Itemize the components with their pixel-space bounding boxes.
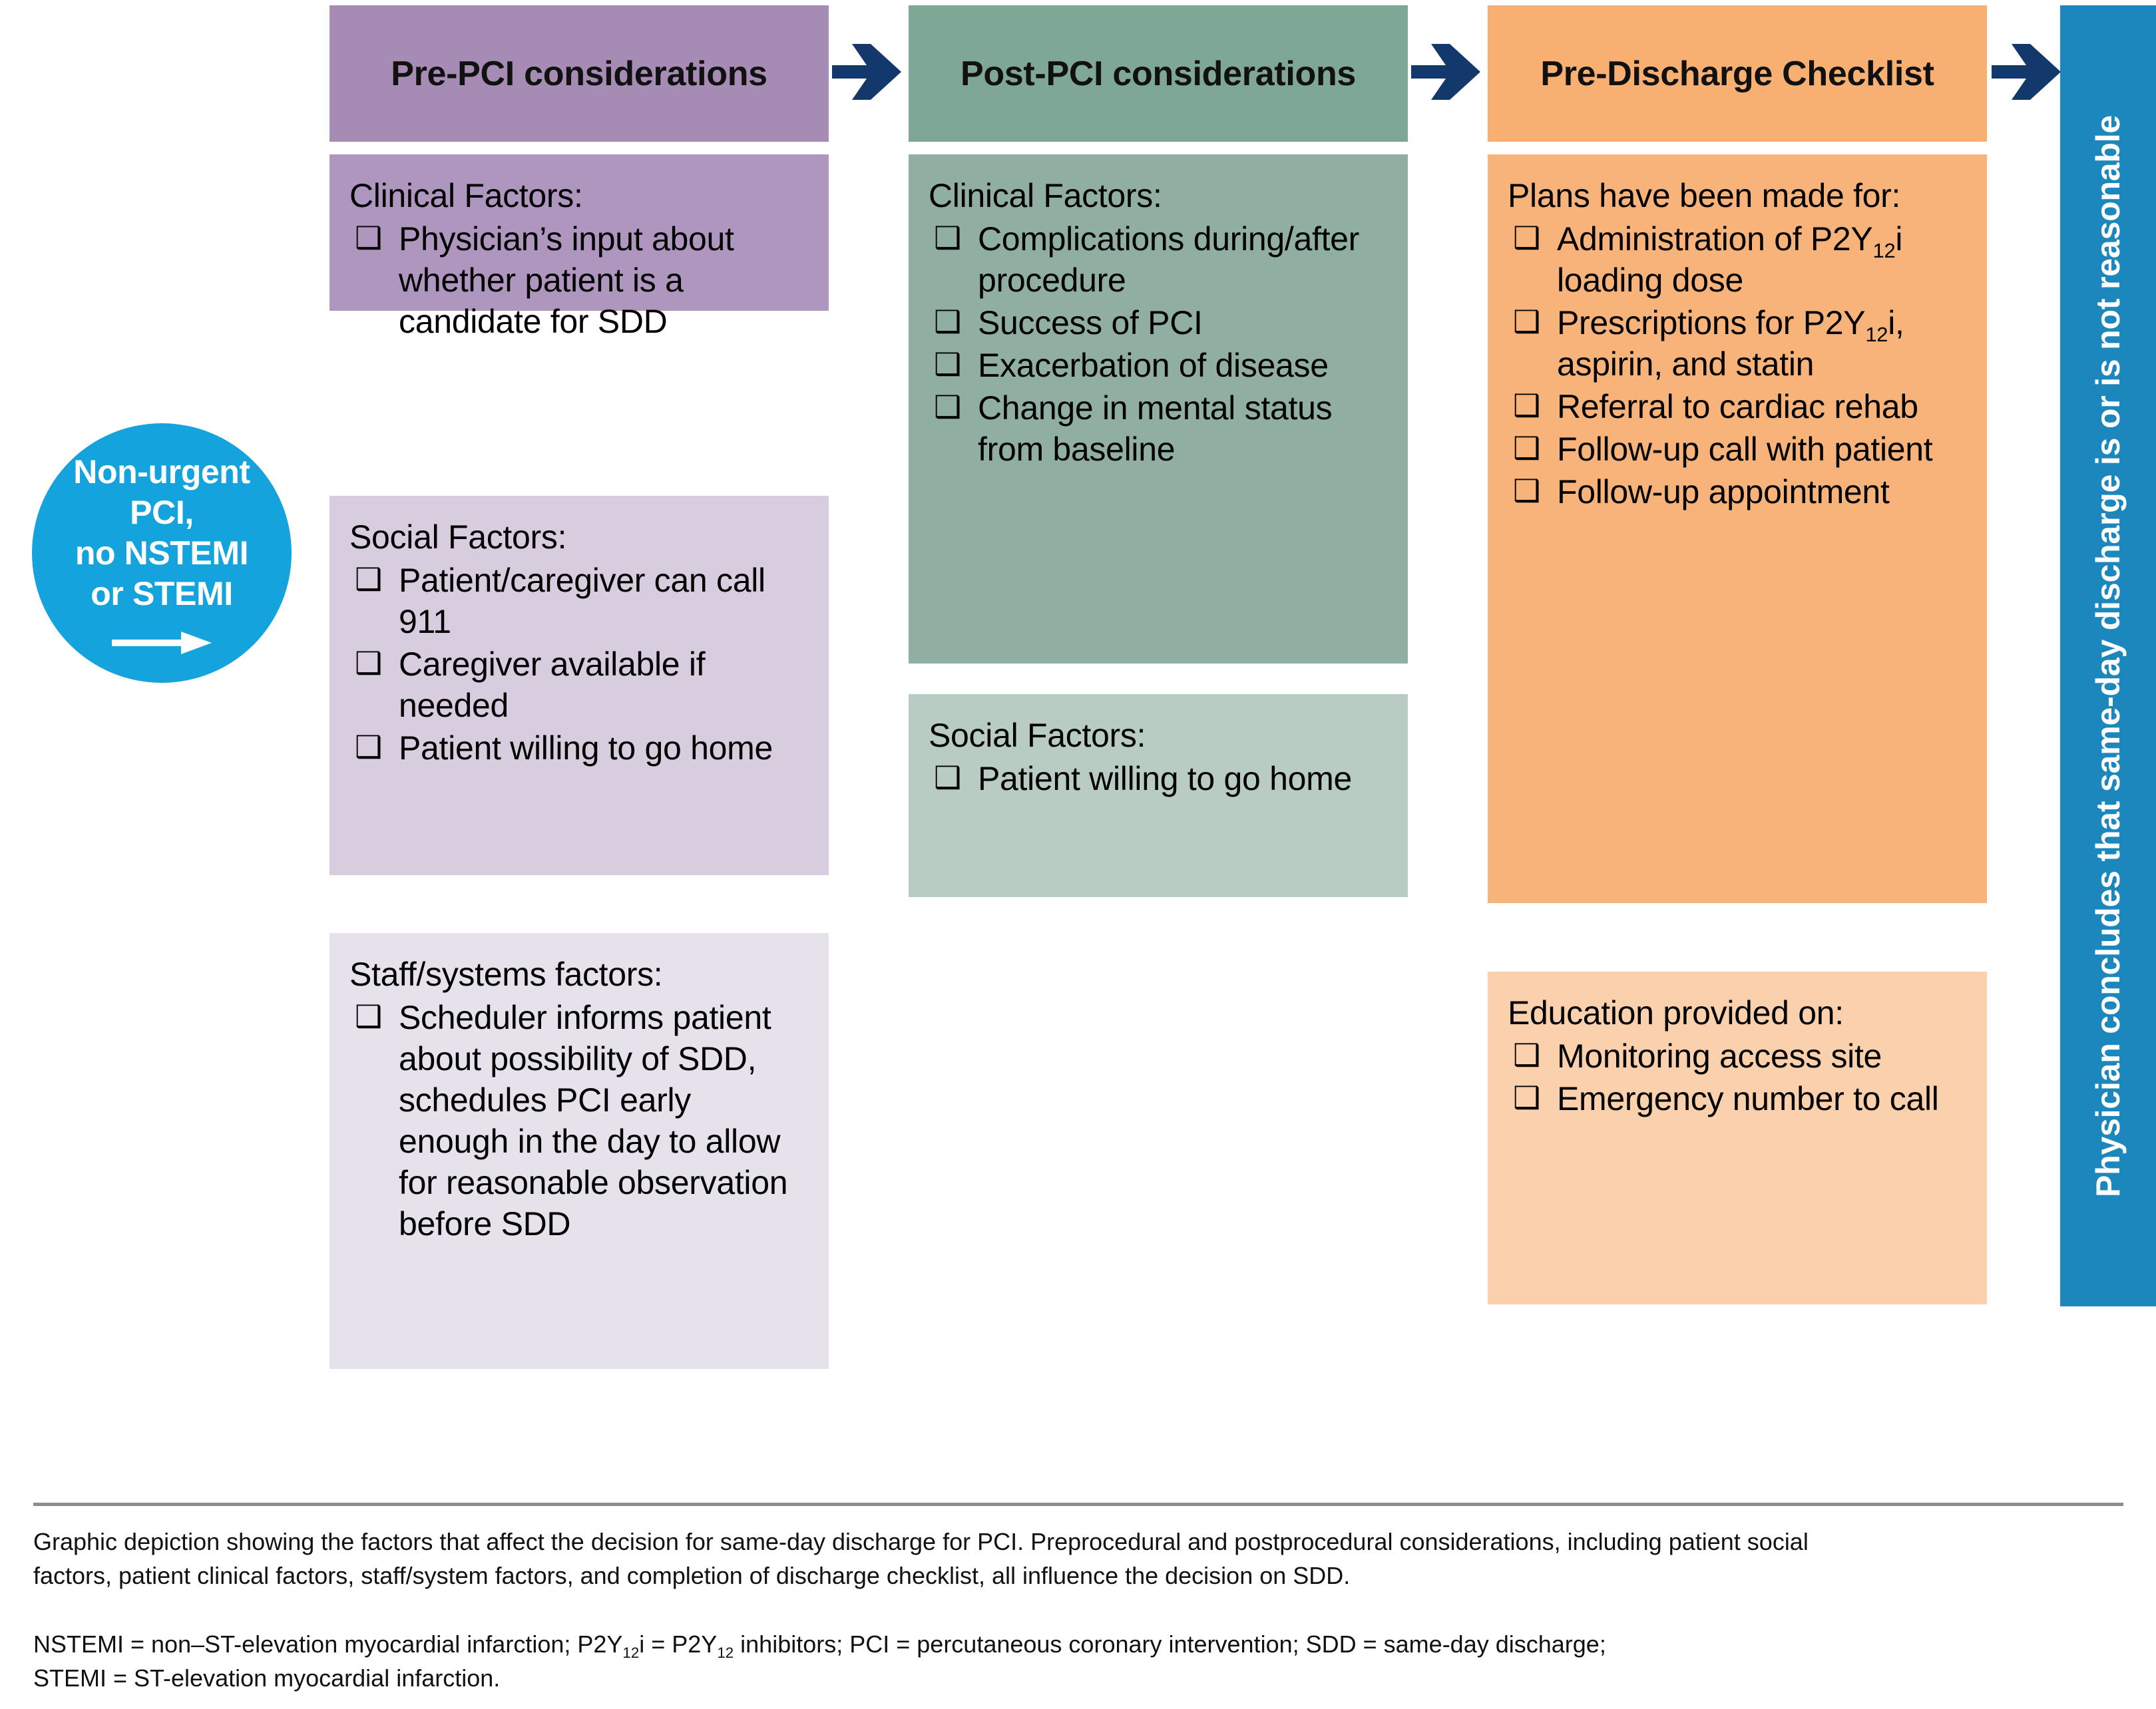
list-item[interactable]: ❑ Administration of P2Y12i loading dose [1508,218,1967,301]
list-item[interactable]: ❑ Patient willing to go home [929,758,1388,799]
list-item[interactable]: ❑ Physician’s input about whether patien… [349,218,809,342]
card-post-pci-social: Social Factors: ❑ Patient willing to go … [909,694,1408,897]
card-pre-discharge-plans: Plans have been made for: ❑ Administrati… [1488,154,1987,903]
card-title: Clinical Factors: [929,177,1162,214]
checklist: ❑ Scheduler informs patient about possib… [349,997,809,1244]
list-item-label: Monitoring access site [1557,1038,1882,1075]
card-title: Social Factors: [929,717,1146,754]
checkbox-icon[interactable]: ❑ [934,760,961,795]
list-item-label: Follow-up call with patient [1557,431,1933,468]
card-pre-pci-staff: Staff/systems factors: ❑ Scheduler infor… [329,933,829,1369]
checkbox-icon[interactable]: ❑ [1513,431,1540,465]
card-pre-discharge-education: Education provided on: ❑ Monitoring acce… [1488,972,1987,1304]
list-item-label: Patient willing to go home [399,729,773,767]
flow-arrow-1-chevron-right-icon [832,39,905,105]
list-item-label: Administration of P2Y12i loading dose [1557,220,1903,299]
checklist: ❑ Administration of P2Y12i loading dose … [1508,218,1967,512]
checkbox-icon[interactable]: ❑ [355,999,382,1034]
list-item-label: Change in mental status from baseline [978,389,1333,468]
list-item-label: Scheduler informs patient about possibil… [399,999,788,1242]
list-item-label: Success of PCI [978,304,1203,341]
card-title: Staff/systems factors: [349,956,663,993]
checkbox-icon[interactable]: ❑ [934,347,961,381]
list-item[interactable]: ❑ Complications during/after procedure [929,218,1388,301]
checkbox-icon[interactable]: ❑ [355,562,382,596]
card-title: Education provided on: [1508,994,1844,1032]
list-item[interactable]: ❑ Scheduler informs patient about possib… [349,997,809,1244]
checklist: ❑ Patient/caregiver can call 911 ❑ Careg… [349,560,809,769]
list-item-label: Referral to cardiac rehab [1557,388,1918,425]
checkbox-icon[interactable]: ❑ [1513,1080,1540,1115]
checkbox-icon[interactable]: ❑ [1513,473,1540,508]
list-item[interactable]: ❑ Referral to cardiac rehab [1508,386,1967,427]
checklist: ❑ Physician’s input about whether patien… [349,218,809,342]
list-item[interactable]: ❑ Follow-up appointment [1508,471,1967,512]
right-arrow-icon [112,632,212,654]
list-item-label: Physician’s input about whether patient … [399,220,734,340]
list-item[interactable]: ❑ Patient/caregiver can call 911 [349,560,809,642]
list-item[interactable]: ❑ Success of PCI [929,302,1388,343]
list-item[interactable]: ❑ Change in mental status from baseline [929,387,1388,470]
checkbox-icon[interactable]: ❑ [355,646,382,680]
list-item[interactable]: ❑ Patient willing to go home [349,727,809,769]
list-item[interactable]: ❑ Monitoring access site [1508,1036,1967,1077]
list-item-label: Patient willing to go home [978,760,1352,797]
list-item[interactable]: ❑ Prescriptions for P2Y12i, aspirin, and… [1508,302,1967,385]
list-item-label: Prescriptions for P2Y12i, aspirin, and s… [1557,304,1904,383]
figure-caption: Graphic depiction showing the factors th… [33,1503,2123,1695]
checkbox-icon[interactable]: ❑ [1513,220,1540,255]
checkbox-icon[interactable]: ❑ [934,220,961,255]
column-header-post-pci: Post-PCI considerations [909,5,1408,142]
list-item-label: Emergency number to call [1557,1080,1939,1117]
card-title: Social Factors: [349,518,567,556]
flow-arrow-3-chevron-right-icon [1992,39,2065,105]
flowchart-diagram: Non-urgent PCI, no NSTEMI or STEMI Pre-P… [32,5,2156,1369]
conclusion-bar-label: Physician concludes that same-day discha… [2089,114,2127,1197]
list-item-label: Caregiver available if needed [399,646,706,724]
checkbox-icon[interactable]: ❑ [1513,304,1540,339]
card-title: Plans have been made for: [1508,177,1901,214]
conclusion-bar: Physician concludes that same-day discha… [2060,5,2156,1306]
list-item-label: Exacerbation of disease [978,347,1329,384]
caption-abbreviations: NSTEMI = non–ST-elevation myocardial inf… [33,1630,1606,1692]
checklist: ❑ Monitoring access site ❑ Emergency num… [1508,1036,1967,1119]
flow-arrow-2-chevron-right-icon [1411,39,1484,105]
caption-divider [33,1503,2123,1506]
list-item-label: Complications during/after procedure [978,220,1360,299]
card-post-pci-clinical: Clinical Factors: ❑ Complications during… [909,154,1408,664]
column-header-pre-pci: Pre-PCI considerations [329,5,829,142]
list-item[interactable]: ❑ Emergency number to call [1508,1078,1967,1119]
caption-description: Graphic depiction showing the factors th… [33,1528,1809,1590]
entry-line-4: or STEMI [91,575,233,612]
list-item[interactable]: ❑ Caregiver available if needed [349,644,809,726]
card-pre-pci-social: Social Factors: ❑ Patient/caregiver can … [329,496,829,875]
entry-line-2: PCI, [130,494,194,531]
checklist: ❑ Patient willing to go home [929,758,1388,799]
entry-line-1: Non-urgent [73,453,250,490]
card-pre-pci-clinical: Clinical Factors: ❑ Physician’s input ab… [329,154,829,340]
checkbox-icon[interactable]: ❑ [1513,388,1540,423]
list-item-label: Patient/caregiver can call 911 [399,562,765,640]
checkbox-icon[interactable]: ❑ [1513,1038,1540,1072]
checkbox-icon[interactable]: ❑ [934,389,961,424]
checkbox-icon[interactable]: ❑ [355,729,382,764]
list-item[interactable]: ❑ Exacerbation of disease [929,345,1388,386]
entry-condition-circle: Non-urgent PCI, no NSTEMI or STEMI [32,423,292,683]
checklist: ❑ Complications during/after procedure ❑… [929,218,1388,470]
list-item[interactable]: ❑ Follow-up call with patient [1508,429,1967,470]
checkbox-icon[interactable]: ❑ [934,304,961,339]
checkbox-icon[interactable]: ❑ [355,220,382,255]
list-item-label: Follow-up appointment [1557,473,1890,510]
card-title: Clinical Factors: [349,177,583,214]
entry-line-3: no NSTEMI [75,534,249,572]
column-header-pre-discharge: Pre-Discharge Checklist [1488,5,1987,142]
